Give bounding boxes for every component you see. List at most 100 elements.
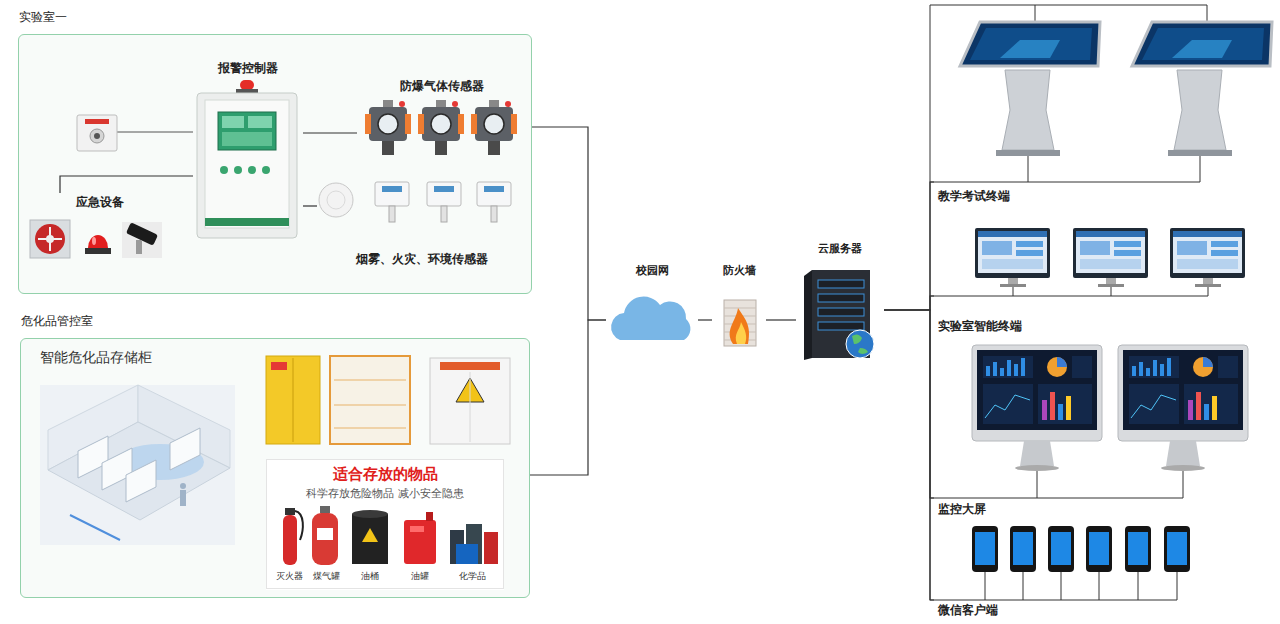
label-slot: 油罐: [411, 571, 429, 582]
big-screen-figure: [1050, 392, 1055, 420]
connector-line: [884, 310, 934, 600]
panel-ground: [20, 338, 530, 598]
monitor-figure: [1211, 250, 1238, 256]
server-figure: [852, 334, 868, 354]
gas-sensor-figure: [399, 101, 405, 107]
bus-wire: [1061, 572, 1062, 600]
phone-figure: [1089, 532, 1109, 565]
phone-figure: [972, 526, 1190, 572]
monitor-figure: [1016, 250, 1043, 256]
item-label: 油桶: [361, 571, 379, 582]
device-group: 防爆气体传感器: [357, 77, 527, 165]
big-screen-figure: [1123, 350, 1243, 430]
kiosk-figure: [1132, 22, 1272, 156]
network-node: 校园网: [606, 262, 698, 350]
node-title: 微信客户端: [938, 603, 998, 618]
phone-figure: [1051, 532, 1071, 565]
phone-figure: [1086, 526, 1112, 572]
kiosk-figure: [996, 150, 1060, 156]
big-screen-figure: [1132, 366, 1136, 376]
connector-line: [303, 205, 317, 206]
node-title: 教学考试终端: [938, 189, 1010, 204]
monitor-figure: [978, 231, 1047, 273]
kiosk-figure: [1174, 70, 1226, 150]
node-title: 云服务器: [818, 242, 862, 256]
item-label: 油罐: [411, 571, 429, 582]
emergency-device-figure: [30, 220, 70, 258]
big-screen-figure: [1167, 358, 1171, 376]
device-group: 报警控制器: [193, 59, 303, 243]
server-figure: [818, 308, 864, 316]
big-screen-figure: [1218, 356, 1238, 378]
firewall-figure: [724, 300, 756, 346]
gas-sensor-figure: [431, 114, 451, 134]
terminal-group: 监控大屏: [934, 342, 1268, 519]
item-label: 煤气罐: [313, 571, 340, 582]
stored-item-figure: [317, 528, 333, 540]
device-group: 烟雾、火灾、环境传感器: [317, 173, 527, 269]
gas-sensor-figure: [488, 141, 500, 155]
big-screen-figure: [1139, 362, 1143, 376]
monitor-figure: [1076, 231, 1145, 237]
alarm-controller-figure: [248, 116, 272, 128]
smoke-sensor-figure: [427, 182, 461, 206]
stored-item-figure: [410, 526, 424, 532]
kiosk-figure: [960, 22, 1272, 156]
bus-wire: [930, 498, 1183, 499]
bus-wire: [1208, 287, 1209, 296]
firewall-figure: [736, 322, 746, 344]
room-panel: 实验室一报警控制器防爆气体传感器烟雾、火灾、环境传感器应急设备: [18, 34, 532, 294]
stored-item-figure: [456, 544, 478, 564]
kiosk-figure: [1002, 70, 1054, 150]
monitor-figure: [1173, 231, 1242, 273]
gas-sensor-figure: [365, 100, 411, 155]
node-title: 实验室智能终端: [938, 319, 1022, 334]
gas-sensor-figure: [383, 100, 393, 107]
bus-wire: [930, 600, 1177, 601]
network-node: 防火墙: [712, 262, 766, 350]
emergency-device-figure: [122, 222, 162, 258]
monitor-figure: [1203, 278, 1213, 284]
phone-figure: [1167, 532, 1187, 565]
smoke-sensor-figure: [477, 182, 511, 222]
kiosk-figure: [1142, 28, 1264, 60]
server-figure: [846, 330, 874, 358]
phone-figure: [975, 532, 995, 565]
node-title: 烟雾、火灾、环境传感器: [356, 252, 488, 267]
stored-item-figure: [285, 508, 295, 515]
monitor-figure: [1076, 231, 1145, 273]
kiosk-figure: [1172, 40, 1232, 58]
smoke-sensor-figure: [441, 206, 447, 222]
big-screen-figure: [972, 345, 1102, 441]
alarm-controller-figure: [234, 166, 242, 174]
panel-ground: [18, 34, 532, 598]
kiosk-figure: [960, 22, 1100, 66]
label-slot: 煤气罐: [313, 571, 340, 582]
storage-room-figure: [48, 422, 230, 520]
big-screen-figure: [1188, 400, 1193, 420]
cabinet-figure: [470, 372, 471, 442]
alarm-controller-figure: [197, 93, 297, 238]
bus-wire: [1035, 5, 1036, 22]
bus-wire: [1037, 471, 1038, 498]
smoke-sensor-figure: [375, 182, 409, 206]
gas-sensor-figure: [435, 141, 447, 155]
big-screen-figure: [986, 366, 990, 376]
alarm-controller-figure: [197, 80, 297, 238]
cabinet-figure: [440, 362, 500, 370]
label-slot: 油桶: [361, 571, 379, 582]
alarm-controller-figure: [236, 89, 258, 93]
area-title: 智能危化品存储柜: [40, 349, 152, 367]
smoke-sensor-figure: [319, 183, 353, 217]
gas-sensor-figure: [475, 107, 513, 141]
storage-room-figure: [170, 428, 200, 470]
stored-item-figure: [320, 506, 330, 513]
gas-sensor-figure: [489, 100, 499, 107]
big-screen-figure: [983, 356, 1033, 378]
storage-room-figure: [180, 490, 186, 506]
stored-item-figure: [295, 511, 303, 540]
gas-sensor-figure: [382, 141, 394, 155]
node-title: 防爆气体传感器: [400, 79, 484, 94]
server-figure: [804, 270, 812, 360]
